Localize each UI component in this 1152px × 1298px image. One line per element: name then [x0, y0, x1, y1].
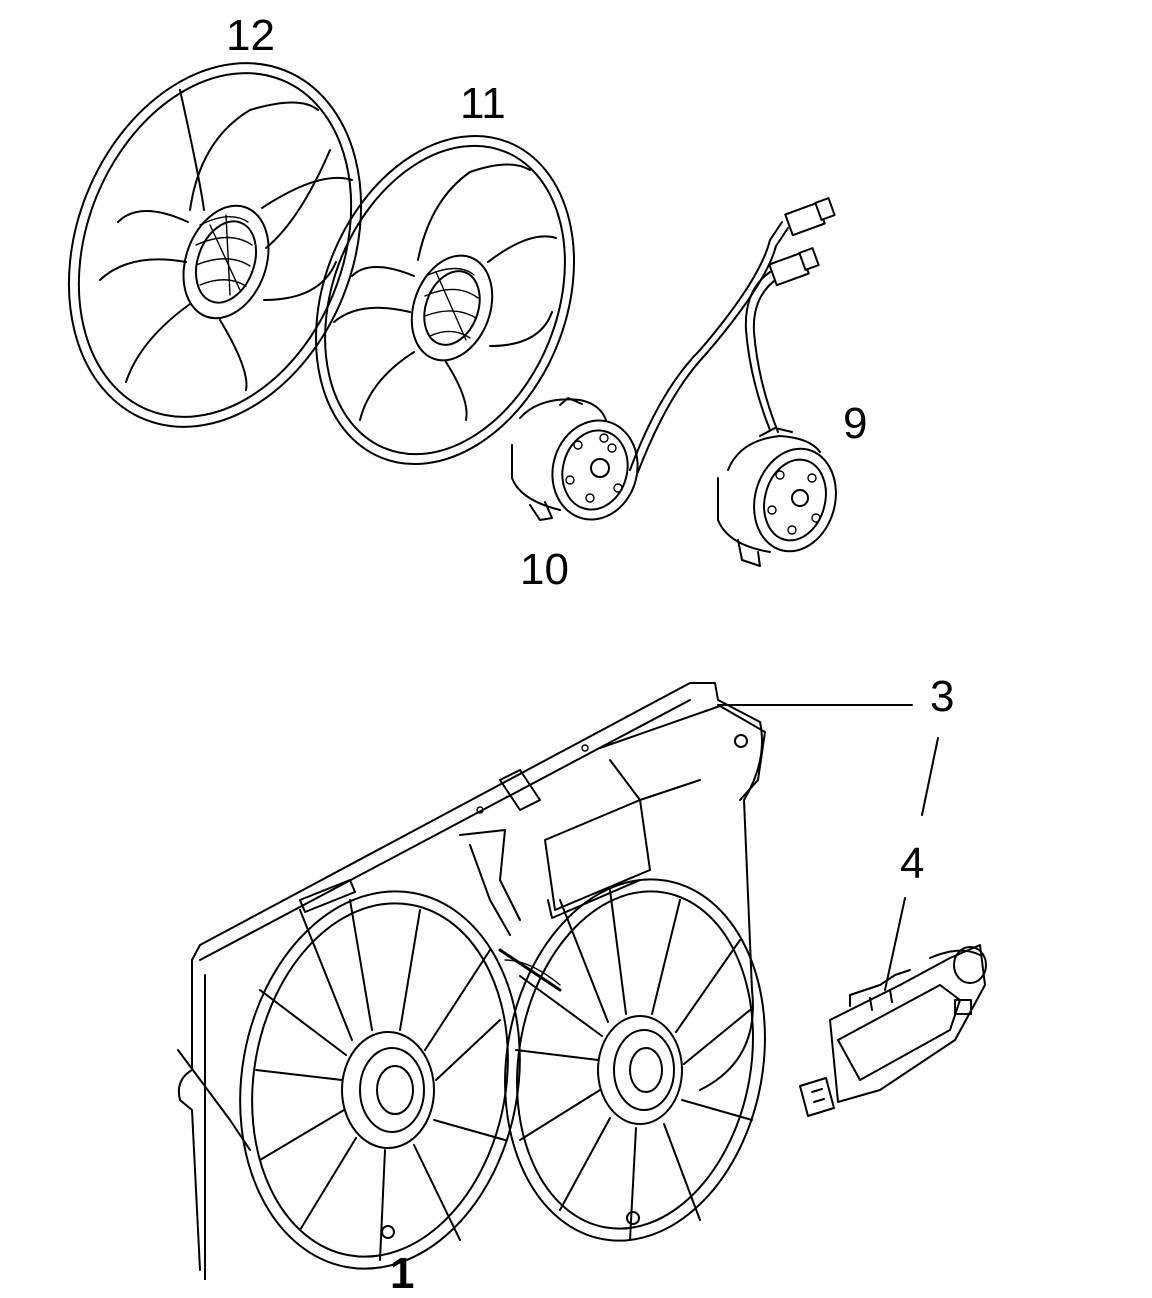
leader-line-3-4 — [921, 737, 939, 816]
fan-motor-9 — [717, 427, 837, 567]
wiring-harness — [629, 197, 836, 473]
callout-4: 4 — [900, 839, 925, 888]
callout-9: 9 — [843, 399, 868, 448]
fan-blade-12 — [67, 62, 363, 428]
fan-blade-11 — [314, 134, 576, 466]
callout-1: 1 — [390, 1249, 415, 1298]
callout-12: 12 — [226, 11, 275, 60]
left-fan — [239, 890, 562, 1270]
callout-3: 3 — [930, 672, 955, 721]
callout-11: 11 — [460, 79, 506, 128]
callout-10: 10 — [520, 545, 569, 594]
fan-motor-10 — [511, 397, 639, 521]
fan-control-module-4 — [799, 944, 987, 1117]
right-fan — [381, 878, 766, 1242]
leader-line-4 — [884, 897, 906, 991]
fan-shroud-assembly — [177, 682, 766, 1280]
